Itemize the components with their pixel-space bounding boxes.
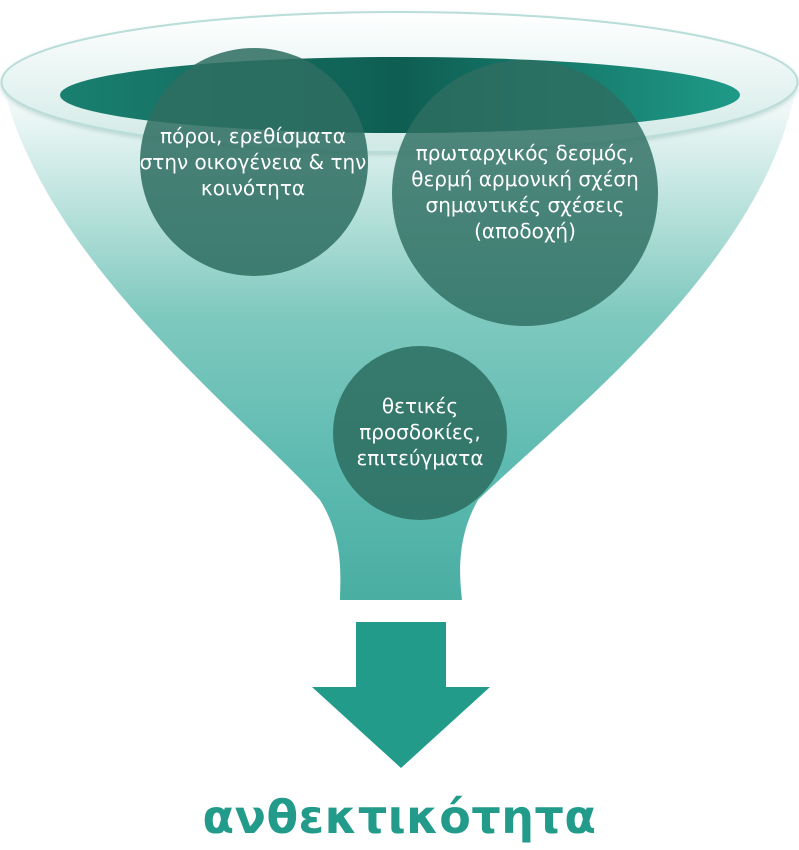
factor-label-expectations: θετικές προσδοκίες, επιτεύγματα bbox=[356, 394, 484, 470]
factor-label-resources: πόροι, ερεθίσματα στην οικογένεια & την … bbox=[139, 124, 367, 200]
outcome-title: ανθεκτικότητα bbox=[202, 790, 597, 844]
factor-bubble-right bbox=[392, 60, 658, 326]
down-arrow bbox=[312, 622, 490, 768]
factor-bubble-bottom bbox=[333, 346, 507, 520]
factor-label-bond: πρωταρχικός δεσμός, θερμή αρμονική σχέση… bbox=[411, 141, 639, 243]
factor-bubble-left bbox=[140, 48, 368, 276]
